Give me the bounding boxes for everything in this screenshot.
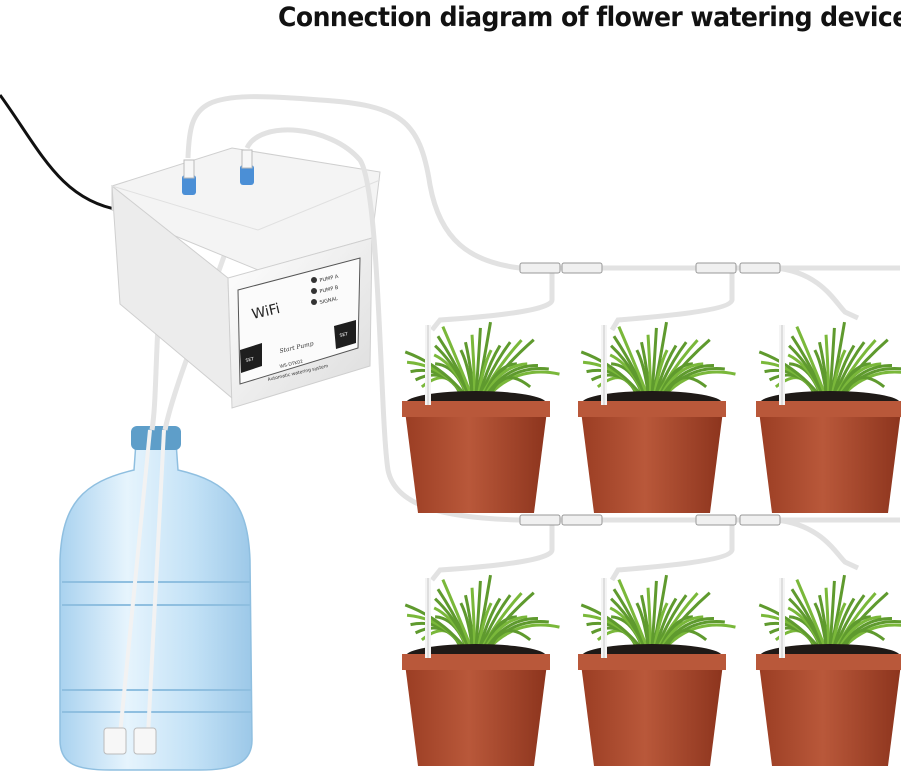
led (311, 299, 317, 305)
pot-rim (578, 654, 726, 670)
bottle-cap (131, 426, 181, 450)
pot (404, 656, 548, 766)
water-bottle (59, 426, 253, 771)
led (311, 277, 317, 283)
pump-device: WiFi PUMP A PUMP B SIGNAL Start Pump WS-… (111, 147, 381, 409)
led-label-pump-b: PUMP B (319, 285, 339, 295)
led (311, 288, 317, 294)
outlet (182, 175, 196, 195)
connectors (519, 262, 781, 526)
led-label-pump-a: PUMP A (319, 274, 339, 284)
pot (758, 656, 901, 766)
pot-rim (756, 654, 901, 670)
pot (580, 656, 724, 766)
potted-plant (578, 321, 736, 513)
diagram-title: Connection diagram of flower watering de… (278, 2, 901, 33)
pot-rim (756, 401, 901, 417)
pot (758, 403, 901, 513)
pot (580, 403, 724, 513)
potted-plant (756, 321, 901, 513)
grass (580, 574, 736, 650)
potted-plant (402, 321, 560, 513)
set-button-right-label: SET (339, 331, 349, 339)
pot-rim (402, 401, 550, 417)
control-panel (237, 257, 361, 385)
outlet (240, 165, 254, 185)
grass (758, 321, 901, 397)
potted-plant (578, 574, 736, 766)
pot-rim (578, 401, 726, 417)
set-button-left-label: SET (245, 356, 255, 364)
grass (404, 574, 560, 650)
potted-plant (756, 574, 901, 766)
plant-grid (402, 321, 901, 766)
grass (580, 321, 736, 397)
grass (758, 574, 901, 650)
pot (404, 403, 548, 513)
led-label-signal: SIGNAL (319, 296, 339, 306)
potted-plant (402, 574, 560, 766)
wifi-label: WiFi (250, 301, 281, 323)
filter (133, 727, 157, 755)
model-label: WS-DTK02 (279, 359, 304, 370)
filter (103, 727, 127, 755)
grass (404, 321, 560, 397)
pot-rim (402, 654, 550, 670)
